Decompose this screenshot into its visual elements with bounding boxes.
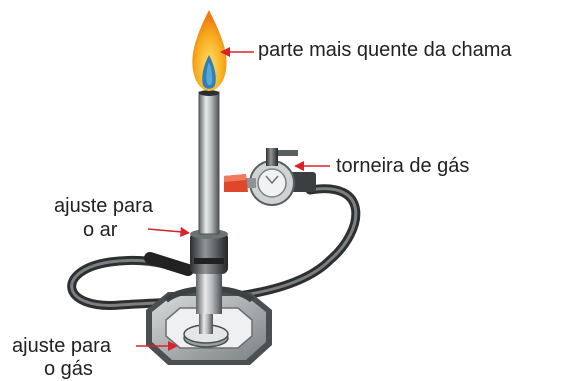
arrow-flame	[220, 47, 254, 57]
gas-adjust-wheel	[183, 310, 229, 348]
air-adjust-collar	[190, 229, 228, 274]
label-gas-adjust-2: o gás	[44, 358, 93, 380]
flame	[192, 10, 227, 91]
arrow-valve	[294, 161, 330, 171]
label-gas-valve: torneira de gás	[336, 155, 470, 177]
gas-valve	[224, 148, 316, 206]
burner-stem-lower	[196, 270, 222, 314]
burner-barrel	[198, 90, 220, 235]
label-hottest-flame: parte mais quente da chama	[258, 39, 512, 61]
label-gas-adjust-1: ajuste para	[12, 335, 111, 357]
label-air-adjust-2: o ar	[83, 219, 118, 241]
arrow-air	[147, 227, 190, 237]
arrow-gas	[136, 341, 178, 351]
label-air-adjust-1: ajuste para	[54, 195, 153, 217]
